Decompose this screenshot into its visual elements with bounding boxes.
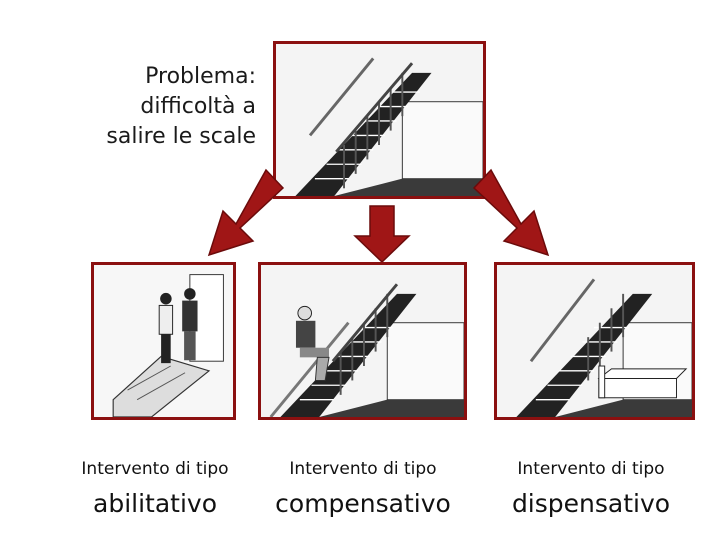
problem-line-2: difficoltà a xyxy=(140,94,256,119)
problem-statement: Problema: difficoltà a salire le scale xyxy=(60,62,256,152)
caption-dispensativo: Intervento di tipo dispensativo xyxy=(491,458,691,521)
caption-prefix: Intervento di tipo xyxy=(517,459,665,479)
compensativo-image xyxy=(258,262,467,420)
problem-line-1: Problema: xyxy=(145,64,256,89)
abilitativo-image xyxy=(91,262,236,420)
problem-line-3: salire le scale xyxy=(106,124,256,149)
arrow-left xyxy=(207,168,285,257)
caption-compensativo: Intervento di tipo compensativo xyxy=(263,458,463,521)
staircase-image xyxy=(273,41,486,199)
dispensativo-image xyxy=(494,262,695,420)
caption-prefix: Intervento di tipo xyxy=(289,459,437,479)
caption-type: abilitativo xyxy=(93,489,217,518)
caption-type: compensativo xyxy=(275,489,451,518)
arrow-middle xyxy=(353,205,411,264)
caption-type: dispensativo xyxy=(511,489,671,518)
caption-abilitativo: Intervento di tipo abilitativo xyxy=(55,458,255,521)
caption-prefix: Intervento di tipo xyxy=(81,459,229,479)
